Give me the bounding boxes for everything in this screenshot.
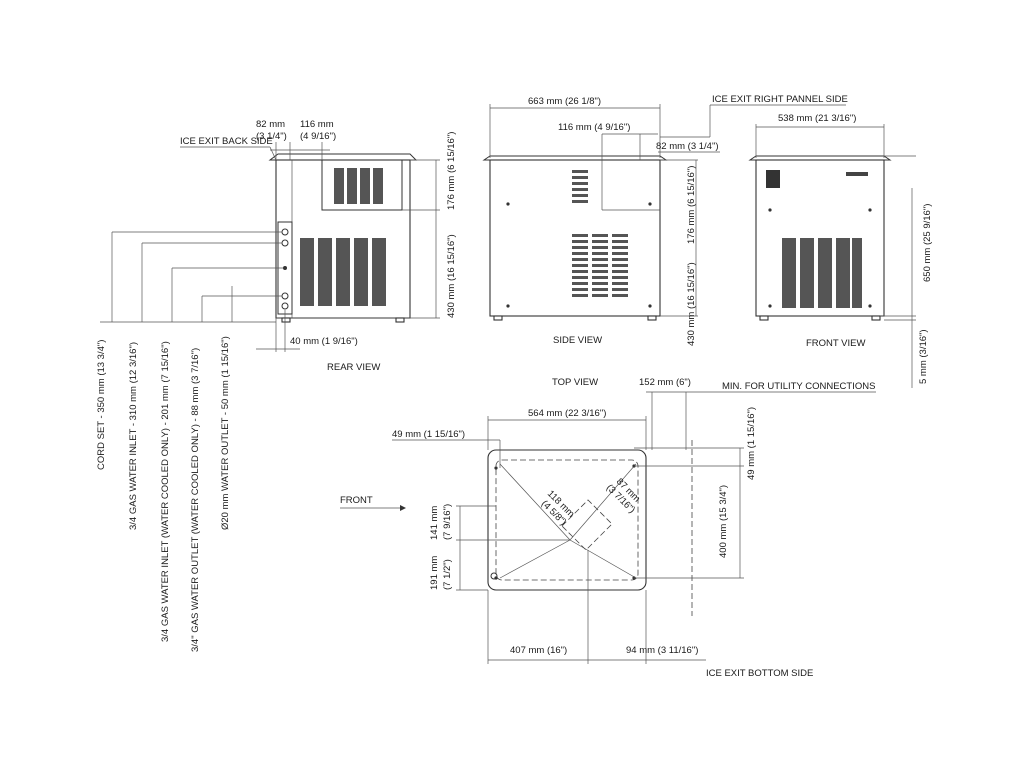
- top-dim-564: 564 mm (22 3/16"): [528, 408, 606, 419]
- side-dimensions: 663 mm (26 1/8") 116 mm (4 9/16") 82 mm …: [489, 94, 848, 346]
- side-view-label: SIDE VIEW: [553, 335, 602, 346]
- connection-water-outlet: Ø20 mm WATER OUTLET - 50 mm (1 15/16"): [220, 336, 231, 530]
- front-dim-650: 650 mm (25 9/16"): [922, 204, 933, 282]
- top-dim-49-right: 49 mm (1 15/16"): [746, 407, 757, 480]
- rear-dim-430: 430 mm (16 15/16"): [446, 234, 457, 318]
- top-view-label: TOP VIEW: [552, 377, 598, 388]
- front-direction-label: FRONT: [340, 495, 373, 506]
- top-dim-191-in: (7 1/2"): [442, 559, 453, 590]
- front-louver: [782, 238, 862, 308]
- rear-dim-116-mm: 116 mm: [300, 119, 334, 130]
- connection-water-inlet-wc: 3/4 GAS WATER INLET (WATER COOLED ONLY) …: [160, 341, 171, 642]
- rear-dim-40: 40 mm (1 9/16"): [290, 336, 358, 347]
- rear-dim-82-in: (3 1/4"): [256, 131, 287, 142]
- rear-upper-louver: [334, 168, 383, 204]
- front-nameplate: [846, 172, 868, 176]
- top-dim-191-mm: 191 mm: [429, 556, 440, 590]
- rear-lower-louver: [300, 238, 386, 306]
- front-logo-badge: [766, 170, 780, 188]
- front-dimensions: 538 mm (21 3/16") 650 mm (25 9/16") 5 mm…: [755, 113, 933, 388]
- connection-water-outlet-wc: 3/4" GAS WATER OUTLET (WATER COOLED ONLY…: [190, 348, 201, 652]
- side-view: [482, 155, 668, 321]
- rear-dimensions: ICE EXIT BACK SIDE 82 mm (3 1/4") 116 mm…: [180, 119, 457, 373]
- connection-water-inlet: 3/4 GAS WATER INLET - 310 mm (12 3/16"): [128, 342, 139, 530]
- top-dim-141-in: (7 9/16"): [442, 504, 453, 540]
- top-dim-400: 400 mm (15 3/4"): [718, 485, 729, 558]
- front-view-label: FRONT VIEW: [806, 338, 865, 349]
- connection-cord-set: CORD SET - 350 mm (13 3/4"): [96, 340, 107, 470]
- side-upper-louver: [572, 170, 588, 203]
- rear-view-label: REAR VIEW: [327, 362, 380, 373]
- top-dim-141-mm: 141 mm: [429, 506, 440, 540]
- front-view: [748, 155, 892, 321]
- top-view: [487, 440, 693, 616]
- rear-dim-176: 176 mm (6 15/16"): [446, 132, 457, 210]
- rear-dim-82-mm: 82 mm: [256, 119, 285, 130]
- connection-leaders: CORD SET - 350 mm (13 3/4") 3/4 GAS WATE…: [96, 231, 283, 652]
- top-dim-94: 94 mm (3 11/16"): [626, 645, 698, 656]
- min-utility-label: MIN. FOR UTILITY CONNECTIONS: [722, 381, 875, 392]
- rear-dim-116-in: (4 9/16"): [300, 131, 336, 142]
- top-dim-49-left: 49 mm (1 15/16"): [392, 429, 465, 440]
- side-dim-116: 116 mm (4 9/16"): [558, 122, 630, 133]
- side-dim-82: 82 mm (3 1/4"): [656, 141, 719, 152]
- side-dim-663: 663 mm (26 1/8"): [528, 96, 601, 107]
- side-lower-louver: [572, 234, 628, 297]
- front-dim-5: 5 mm (3/16"): [918, 329, 929, 384]
- side-dim-176: 176 mm (6 15/16"): [686, 166, 697, 244]
- ice-exit-bottom-label: ICE EXIT BOTTOM SIDE: [706, 668, 813, 679]
- ice-exit-right-label: ICE EXIT RIGHT PANNEL SIDE: [712, 94, 848, 105]
- rear-view: [268, 153, 418, 323]
- ice-exit-back-label: ICE EXIT BACK SIDE: [180, 136, 273, 147]
- front-dim-538: 538 mm (21 3/16"): [778, 113, 856, 124]
- side-dim-430: 430 mm (16 15/16"): [686, 262, 697, 346]
- top-dim-152: 152 mm (6"): [639, 377, 691, 388]
- top-dim-407: 407 mm (16"): [510, 645, 567, 656]
